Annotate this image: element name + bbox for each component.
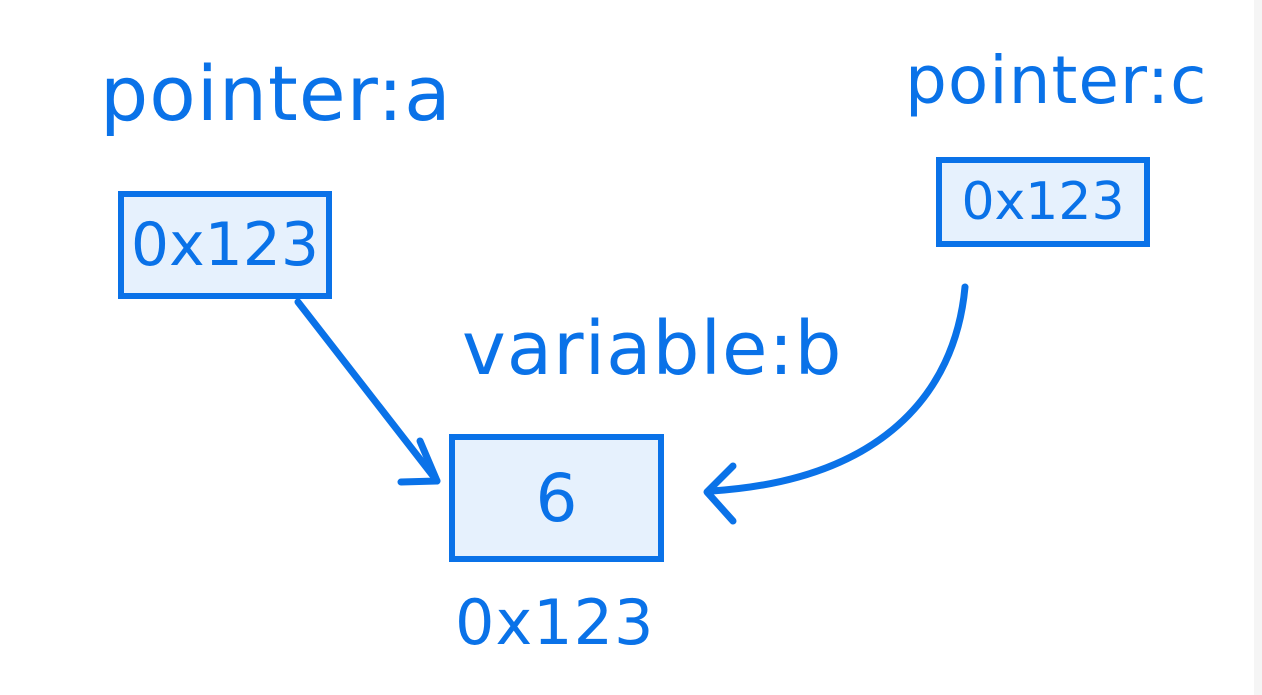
pointer-a-box: 0x123 bbox=[118, 191, 332, 299]
pointer-a-value: 0x123 bbox=[130, 210, 320, 280]
pointer-c-value: 0x123 bbox=[961, 172, 1125, 232]
right-edge-strip bbox=[1254, 0, 1262, 695]
pointer-c-label: pointer:c bbox=[905, 42, 1208, 119]
variable-b-box: 6 bbox=[449, 434, 664, 562]
arrow-c-to-b bbox=[708, 283, 969, 495]
pointer-c-box: 0x123 bbox=[936, 157, 1150, 247]
variable-b-address: 0x123 bbox=[455, 586, 655, 659]
arrowhead-c-to-b bbox=[703, 462, 737, 525]
variable-b-label: variable:b bbox=[462, 306, 843, 392]
pointer-a-label: pointer:a bbox=[100, 49, 452, 138]
arrowhead-a-to-b bbox=[397, 437, 441, 486]
arrow-a-to-b bbox=[294, 298, 441, 485]
variable-b-value: 6 bbox=[535, 459, 578, 537]
